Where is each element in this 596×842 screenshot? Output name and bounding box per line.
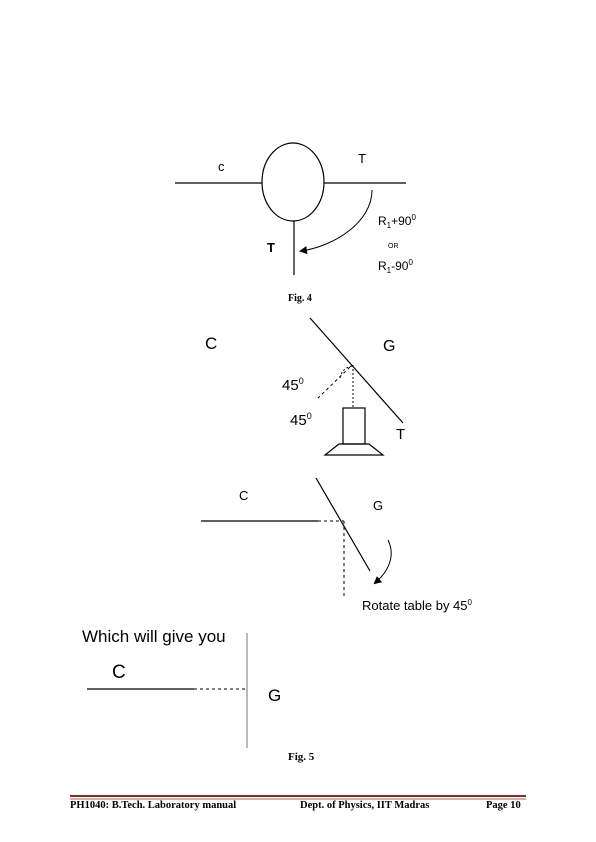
footer-left: PH1040: B.Tech. Laboratory manual	[70, 800, 237, 811]
angle-arc	[339, 365, 353, 379]
rotate-arrow	[373, 539, 392, 585]
prism-table-circle	[261, 142, 325, 222]
rotate-plus-label: R1+900	[378, 213, 416, 230]
label-c: C	[205, 334, 217, 353]
footer-center: Dept. of Physics, IIT Madras	[300, 800, 430, 811]
figure-mirror: C G T 450 450	[205, 317, 405, 456]
telescope-base	[323, 443, 385, 456]
label-g: G	[383, 338, 395, 355]
label-c: C	[239, 488, 248, 503]
footer-page-number: Page 10	[486, 800, 521, 811]
rotate-minus-label: R1-900	[378, 258, 413, 275]
angle-bottom-label: 450	[290, 411, 312, 429]
rotation-arrow	[299, 189, 373, 255]
label-c: C	[112, 662, 126, 683]
result-heading: Which will give you	[82, 627, 226, 646]
label-c: c	[218, 159, 225, 174]
figure-4: c T T R1+900 OR R1-900 Fig. 4	[175, 142, 416, 304]
telescope-body	[342, 407, 366, 445]
grating-line	[315, 477, 371, 572]
figure-5: Which will give you C G Fig. 5	[82, 627, 315, 763]
label-g: G	[373, 498, 383, 513]
incident-dashed-line	[317, 366, 351, 399]
label-t-top: T	[358, 151, 366, 166]
angle-top-label: 450	[282, 376, 304, 394]
figure-rotate: C G Rotate table by 450	[201, 477, 473, 613]
rotate-label: Rotate table by 450	[362, 598, 473, 613]
label-t: T	[396, 426, 405, 443]
label-g: G	[268, 686, 281, 705]
or-label: OR	[388, 243, 399, 250]
fig4-caption: Fig. 4	[288, 293, 312, 304]
label-t-bottom: T	[267, 240, 275, 255]
mirror-line	[309, 317, 404, 424]
fig5-caption: Fig. 5	[288, 751, 315, 763]
